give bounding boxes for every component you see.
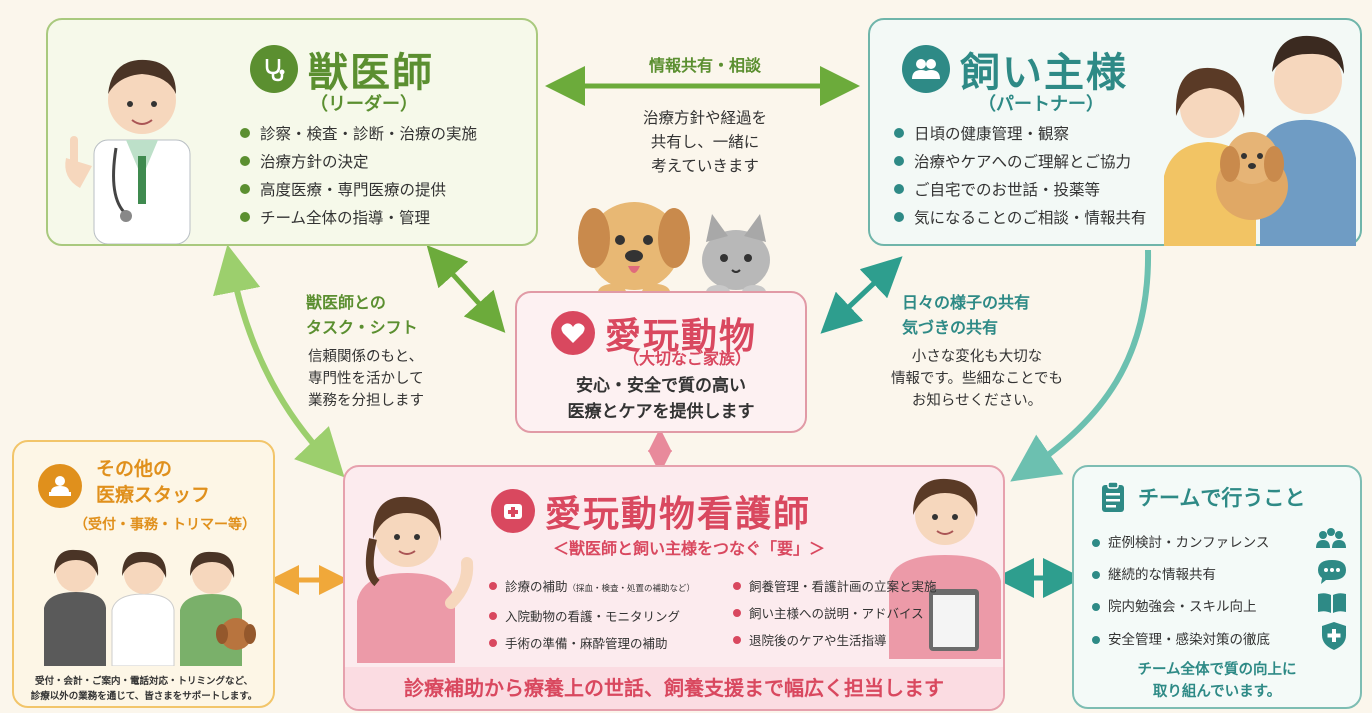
list-item: 日頃の健康管理・観察 bbox=[894, 120, 1146, 148]
list-item: 安全管理・感染対策の徹底 bbox=[1092, 628, 1270, 648]
owner-family-illustration bbox=[1164, 35, 1356, 246]
list-item: 気になることのご相談・情報共有 bbox=[894, 204, 1146, 232]
heart-icon bbox=[551, 311, 595, 355]
book-icon bbox=[1316, 591, 1348, 619]
top-link-label: 情報共有・相談 bbox=[648, 56, 761, 75]
nurse-subtitle: ＜獣医師と飼い主様をつなぐ「要」＞ bbox=[553, 539, 826, 558]
arrow-owner-nurse bbox=[1010, 249, 1152, 482]
list-item: 症例検討・カンファレンス bbox=[1092, 531, 1269, 551]
staff-illustration bbox=[44, 549, 256, 666]
arrow-vet-pet bbox=[426, 245, 506, 333]
list-item: 治療やケアへのご理解とご協力 bbox=[894, 148, 1146, 176]
team-card: チームで行うこと 症例検討・カンファレンス 継続的な情報共有 院内勉強会・スキル… bbox=[1072, 465, 1362, 709]
list-item: 入院動物の看護・モニタリング bbox=[489, 603, 695, 630]
daily-sharing-description: 小さな変化も大切な 情報です。些細なことでも お知らせください。 bbox=[890, 349, 1064, 409]
list-item: チーム全体の指導・管理 bbox=[240, 204, 477, 232]
conference-icon bbox=[1314, 526, 1348, 556]
veterinarian-title: 獣医師 bbox=[308, 50, 434, 96]
medical-cross-icon bbox=[491, 489, 535, 533]
list-item: 飼い主様への説明・アドバイス bbox=[733, 600, 937, 627]
people-icon bbox=[902, 45, 950, 93]
team-item-row: 院内勉強会・スキル向上 bbox=[1092, 589, 1348, 621]
owner-subtitle: （パートナー） bbox=[978, 94, 1104, 115]
arrow-vet-nurse bbox=[213, 244, 345, 478]
shield-icon bbox=[1320, 621, 1348, 655]
chat-bubble-icon bbox=[1316, 558, 1348, 588]
list-item: 継続的な情報共有 bbox=[1092, 563, 1216, 583]
pet-description: 安心・安全で質の高い 医療とケアを提供します bbox=[567, 376, 755, 422]
staff-subtitle: （受付・事務・トリマー等） bbox=[74, 517, 256, 533]
task-shift-description: 信頼関係のもと、 専門性を活かして 業務を分担します bbox=[308, 349, 424, 409]
nurse-card: 愛玩動物看護師 ＜獣医師と飼い主様をつなぐ「要」＞ 診療の補助（採血・検査・処置… bbox=[343, 465, 1005, 711]
pet-title: 愛玩動物 bbox=[605, 316, 758, 357]
nurse-footer: 診療補助から療養上の世話、飼養支援まで幅広く担当します bbox=[345, 667, 1003, 709]
list-item: 手術の準備・麻酔管理の補助 bbox=[489, 630, 695, 657]
pet-subtitle: （大切なご家族） bbox=[623, 349, 752, 368]
team-footer: チーム全体で質の向上に 取り組んでいます。 bbox=[1137, 662, 1297, 700]
list-item: 院内勉強会・スキル向上 bbox=[1092, 595, 1257, 615]
pet-illustration bbox=[578, 202, 770, 298]
female-nurse-illustration bbox=[357, 496, 474, 663]
owner-duties: 日頃の健康管理・観察 治療やケアへのご理解とご協力 ご自宅でのお世話・投薬等 気… bbox=[894, 120, 1146, 232]
staff-title: その他の 医療スタッフ bbox=[96, 458, 211, 506]
staff-card: その他の 医療スタッフ （受付・事務・トリマー等） 受付・会計・ご案内・電話対応… bbox=[12, 440, 275, 708]
nurse-title: 愛玩動物看護師 bbox=[545, 494, 812, 535]
stethoscope-icon bbox=[250, 45, 298, 93]
staff-description: 受付・会計・ご案内・電話対応・トリミングなど、 診療以外の業務を通じて、皆さまを… bbox=[30, 676, 258, 702]
pet-card: 愛玩動物 （大切なご家族） 安心・安全で質の高い 医療とケアを提供します bbox=[515, 291, 807, 433]
veterinarian-duties: 診察・検査・診断・治療の実施 治療方針の決定 高度医療・専門医療の提供 チーム全… bbox=[240, 120, 477, 232]
veterinarian-subtitle: （リーダー） bbox=[310, 94, 418, 115]
owner-title: 飼い主様 bbox=[960, 50, 1128, 96]
male-nurse-illustration bbox=[889, 478, 1001, 659]
person-desk-icon bbox=[38, 464, 82, 508]
list-item: 退院後のケアや生活指導 bbox=[733, 627, 937, 654]
owner-card: 飼い主様 （パートナー） 日頃の健康管理・観察 治療やケアへのご理解とご協力 ご… bbox=[868, 18, 1362, 246]
nurse-duties-right: 飼養管理・看護計画の立案と実施 飼い主様への説明・アドバイス 退院後のケアや生活… bbox=[733, 573, 937, 654]
top-link-description: 治療方針や経過を 共有し、一緒に 考えていきます bbox=[642, 109, 767, 175]
veterinarian-card: 獣医師 （リーダー） 診察・検査・診断・治療の実施 治療方針の決定 高度医療・専… bbox=[46, 18, 538, 246]
task-shift-label: 獣医師との タスク・シフト bbox=[306, 293, 418, 337]
arrow-owner-pet bbox=[820, 256, 903, 334]
daily-sharing-label: 日々の様子の共有 気づきの共有 bbox=[902, 293, 1031, 337]
clipboard-icon bbox=[1098, 479, 1128, 515]
list-item: 高度医療・専門医療の提供 bbox=[240, 176, 477, 204]
team-item-row: 安全管理・感染対策の徹底 bbox=[1092, 621, 1348, 655]
list-item: 治療方針の決定 bbox=[240, 148, 477, 176]
list-item: 診療の補助（採血・検査・処置の補助など） bbox=[489, 573, 695, 603]
team-title: チームで行うこと bbox=[1138, 486, 1306, 510]
team-item-row: 継続的な情報共有 bbox=[1092, 557, 1348, 589]
list-item: 飼養管理・看護計画の立案と実施 bbox=[733, 573, 937, 600]
team-item-row: 症例検討・カンファレンス bbox=[1092, 525, 1348, 557]
list-item: 診察・検査・診断・治療の実施 bbox=[240, 120, 477, 148]
nurse-duties-left: 診療の補助（採血・検査・処置の補助など） 入院動物の看護・モニタリング 手術の準… bbox=[489, 573, 695, 657]
list-item: ご自宅でのお世話・投薬等 bbox=[894, 176, 1146, 204]
veterinarian-illustration bbox=[65, 59, 191, 244]
